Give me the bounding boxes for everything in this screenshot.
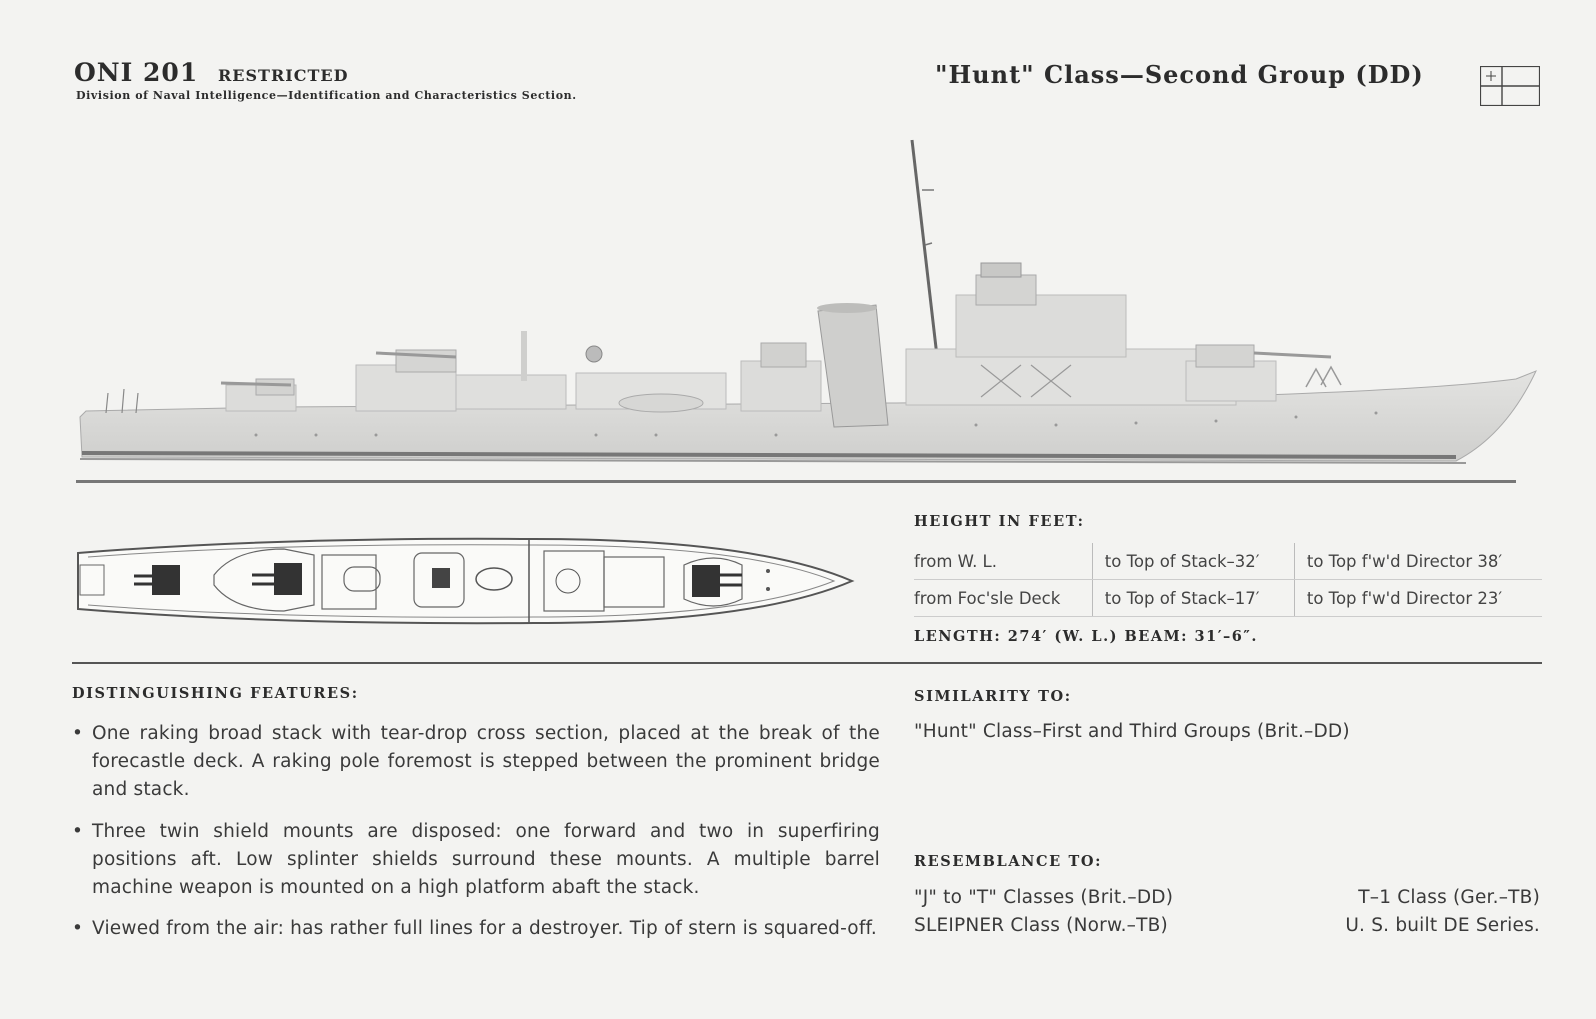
table-cell: to Top of Stack–17′ xyxy=(1092,579,1295,617)
resemblance-left-2: SLEIPNER Class (Norw.–TB) xyxy=(914,915,1168,936)
resemblance-right-2: U. S. built DE Series. xyxy=(1345,915,1540,936)
features-heading: DISTINGUISHING FEATURES: xyxy=(72,685,359,702)
division-line: Division of Naval Intelligence—Identific… xyxy=(76,89,577,102)
flag-icon xyxy=(1480,66,1540,106)
table-row: from W. L. to Top of Stack–32′ to Top f'… xyxy=(914,543,1542,580)
resemblance-right-1: T–1 Class (Ger.–TB) xyxy=(1358,887,1540,908)
resemblance-heading: RESEMBLANCE TO: xyxy=(914,853,1103,870)
class-title: "Hunt" Class—Second Group (DD) xyxy=(935,60,1424,89)
list-item: •Viewed from the air: has rather full li… xyxy=(72,915,880,943)
feature-text: Three twin shield mounts are disposed: o… xyxy=(92,821,880,898)
table-cell: to Top f'w'd Director 38′ xyxy=(1294,543,1542,580)
heights-table: from W. L. to Top of Stack–32′ to Top f'… xyxy=(914,543,1542,617)
table-cell: from W. L. xyxy=(914,543,1093,580)
list-item: •Three twin shield mounts are disposed: … xyxy=(72,818,880,902)
resemblance-left-1: "J" to "T" Classes (Brit.–DD) xyxy=(914,887,1174,908)
list-item: •One raking broad stack with tear-drop c… xyxy=(72,720,880,804)
similarity-heading: SIMILARITY TO: xyxy=(914,688,1072,705)
table-cell: from Foc'sle Deck xyxy=(914,579,1093,617)
ship-plan-drawing xyxy=(77,537,855,625)
table-cell: to Top f'w'd Director 23′ xyxy=(1294,579,1542,617)
table-row: from Foc'sle Deck to Top of Stack–17′ to… xyxy=(914,579,1542,617)
table-cell: to Top of Stack–32′ xyxy=(1092,543,1295,580)
feature-text: One raking broad stack with tear-drop cr… xyxy=(92,723,880,800)
similarity-text: "Hunt" Class–First and Third Groups (Bri… xyxy=(914,721,1350,742)
document-id: ONI 201 xyxy=(74,58,199,87)
section-divider xyxy=(72,662,1542,664)
ship-profile-drawing xyxy=(76,139,1537,483)
length-beam-line: LENGTH: 274′ (W. L.) BEAM: 31′–6″. xyxy=(914,628,1258,645)
heights-heading: HEIGHT IN FEET: xyxy=(914,513,1085,530)
feature-text: Viewed from the air: has rather full lin… xyxy=(92,918,877,939)
classification-label: RESTRICTED xyxy=(218,66,349,85)
